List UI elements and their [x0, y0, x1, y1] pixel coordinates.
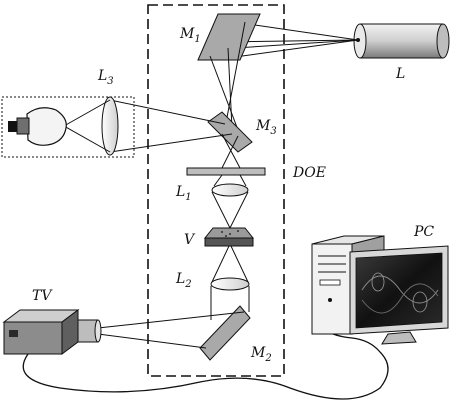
optics-enclosure — [147, 4, 285, 377]
label-tv: TV — [32, 288, 53, 304]
sample-v — [203, 227, 255, 247]
label-pc: PC — [413, 224, 434, 240]
mirror-m2 — [199, 305, 251, 361]
doe-plate — [186, 167, 266, 176]
pc-monitor — [349, 245, 449, 345]
beams-m3-doe — [221, 133, 241, 169]
mirror-m1 — [197, 13, 261, 61]
label-l2: L2 — [175, 271, 192, 290]
beams-m1-m3 — [209, 21, 246, 131]
label-doe: DOE — [292, 165, 326, 181]
observer-box — [1, 96, 135, 158]
laser-source — [353, 23, 450, 59]
beams-doe-l1 — [213, 174, 247, 187]
lens-l3 — [101, 96, 119, 156]
label-m2: M2 — [250, 345, 272, 364]
beams-v-l2 — [211, 245, 249, 283]
beams-l2-m2 — [210, 286, 250, 320]
mirror-m3 — [207, 111, 253, 153]
label-l: L — [395, 66, 405, 82]
beams-l3-eye — [63, 99, 111, 153]
label-l3: L3 — [97, 68, 114, 87]
beams-l1-v — [211, 191, 249, 229]
beams-m2-tv — [97, 311, 245, 349]
label-l1: L1 — [175, 184, 192, 203]
tv-camera — [2, 309, 102, 355]
beams-m3-l3 — [109, 99, 233, 153]
lens-l2 — [210, 277, 250, 291]
label-m1: M1 — [179, 26, 201, 45]
lens-l1 — [211, 183, 249, 197]
label-m3: M3 — [255, 118, 277, 137]
observer-eye — [8, 107, 67, 146]
label-v: V — [184, 232, 196, 248]
cable — [22, 325, 389, 400]
